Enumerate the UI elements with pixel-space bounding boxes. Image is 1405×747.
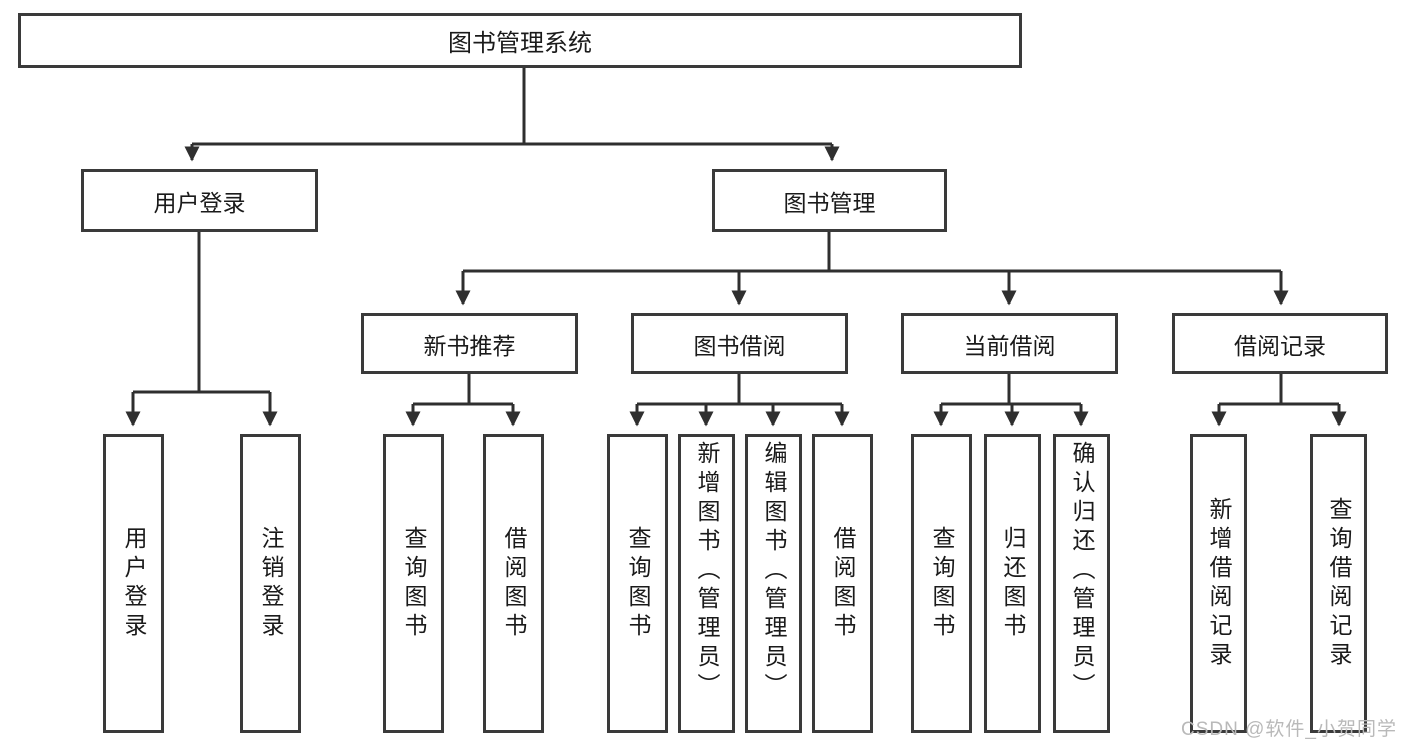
node-root-label: 图书管理系统 xyxy=(448,30,592,57)
leaf-query-book-3[interactable]: 查询图书 xyxy=(911,434,972,733)
leaf-logout[interactable]: 注销登录 xyxy=(240,434,301,733)
leaf-confirm-return-label: 确认归还（管理员） xyxy=(1069,441,1095,702)
node-current-borrow[interactable]: 当前借阅 xyxy=(901,313,1118,374)
leaf-borrow-book-2-label: 借阅图书 xyxy=(830,525,856,642)
node-book-manage[interactable]: 图书管理 xyxy=(712,169,947,232)
leaf-edit-book[interactable]: 编辑图书（管理员） xyxy=(745,434,802,733)
leaf-borrow-book-2[interactable]: 借阅图书 xyxy=(812,434,873,733)
leaf-borrow-book-1[interactable]: 借阅图书 xyxy=(483,434,544,733)
leaf-query-book-3-label: 查询图书 xyxy=(929,525,955,642)
node-root[interactable]: 图书管理系统 xyxy=(18,13,1022,68)
node-current-borrow-label: 当前借阅 xyxy=(963,332,1056,359)
node-book-manage-label: 图书管理 xyxy=(783,189,876,216)
leaf-add-book[interactable]: 新增图书（管理员） xyxy=(678,434,735,733)
leaf-query-record-label: 查询借阅记录 xyxy=(1326,496,1352,671)
leaf-user-login[interactable]: 用户登录 xyxy=(103,434,164,733)
node-borrow-record-label: 借阅记录 xyxy=(1234,332,1326,359)
node-book-borrow-label: 图书借阅 xyxy=(693,332,786,359)
leaf-logout-label: 注销登录 xyxy=(258,525,284,642)
leaf-borrow-book-1-label: 借阅图书 xyxy=(501,525,527,642)
leaf-add-record-label: 新增借阅记录 xyxy=(1206,496,1232,671)
node-user-login[interactable]: 用户登录 xyxy=(81,169,318,232)
leaf-query-record[interactable]: 查询借阅记录 xyxy=(1310,434,1367,733)
node-user-login-label: 用户登录 xyxy=(153,189,246,216)
leaf-query-book-2-label: 查询图书 xyxy=(625,525,651,642)
node-new-book-recommend-label: 新书推荐 xyxy=(423,332,516,359)
node-book-borrow[interactable]: 图书借阅 xyxy=(631,313,848,374)
leaf-user-login-label: 用户登录 xyxy=(121,525,147,642)
leaf-query-book-2[interactable]: 查询图书 xyxy=(607,434,668,733)
leaf-return-book[interactable]: 归还图书 xyxy=(984,434,1041,733)
node-new-book-recommend[interactable]: 新书推荐 xyxy=(361,313,578,374)
leaf-query-book-1[interactable]: 查询图书 xyxy=(383,434,444,733)
csdn-watermark: CSDN @软件_小贺同学 xyxy=(1181,719,1397,740)
leaf-return-book-label: 归还图书 xyxy=(1000,525,1026,642)
node-borrow-record[interactable]: 借阅记录 xyxy=(1172,313,1388,374)
leaf-confirm-return[interactable]: 确认归还（管理员） xyxy=(1053,434,1110,733)
leaf-edit-book-label: 编辑图书（管理员） xyxy=(761,441,787,702)
leaf-query-book-1-label: 查询图书 xyxy=(401,525,427,642)
leaf-add-record[interactable]: 新增借阅记录 xyxy=(1190,434,1247,733)
leaf-add-book-label: 新增图书（管理员） xyxy=(694,441,720,702)
